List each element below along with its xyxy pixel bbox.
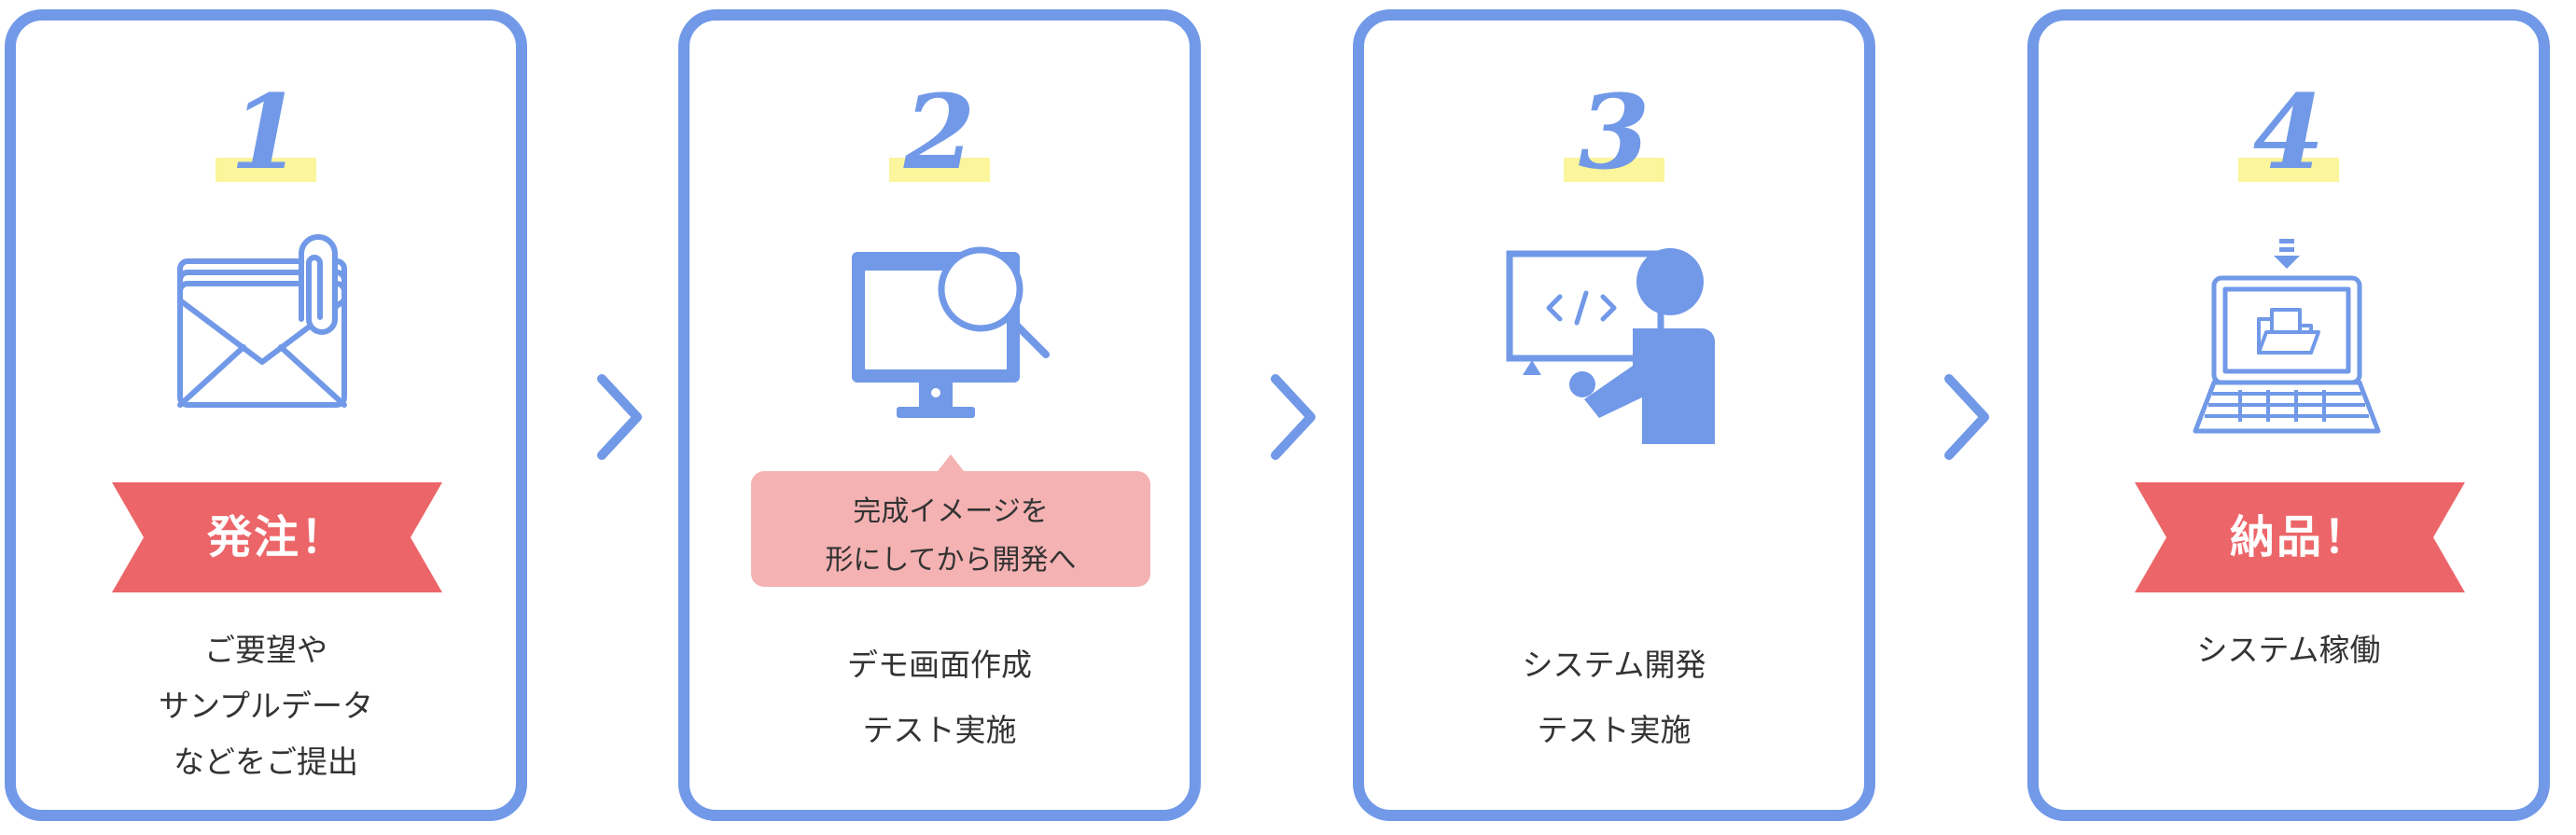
step-card-4: 4 納品！ [2027, 9, 2550, 821]
description-line: ご要望や [204, 632, 327, 668]
laptop-download-icon [2193, 239, 2381, 434]
number-highlight [889, 158, 990, 182]
step-number-block: 1 [16, 77, 516, 193]
callout-bubble: 完成イメージを 形にしてから開発へ [751, 454, 1150, 587]
description-line: テスト実施 [862, 712, 1017, 748]
step-number: 3 [1578, 72, 1650, 192]
description-line: システム稼働 [2196, 632, 2381, 668]
step-number: 4 [2252, 72, 2325, 192]
order-banner: 発注！ [112, 482, 442, 592]
banner-text: 発注！ [206, 511, 347, 564]
developer-at-screen-icon [1506, 248, 1715, 444]
step-number: 1 [230, 72, 302, 192]
number-highlight [216, 158, 316, 182]
description-line: サンプルデータ [158, 688, 373, 724]
step-card-1: 1 発注！ ご要望や サンプルデータ などをご提出 [5, 9, 527, 821]
step-number-block: 2 [689, 77, 1190, 193]
delivery-banner: 納品！ [2135, 482, 2465, 592]
callout-text: 完成イメージを 形にしてから開発へ [751, 488, 1150, 585]
callout-line: 完成イメージを [853, 495, 1049, 528]
step-card-2: 2 完成イメージを 形にしてから開発へ デモ画面作成 テスト実施 [678, 9, 1201, 821]
banner-text: 納品！ [2229, 511, 2370, 564]
step-number: 2 [903, 72, 976, 192]
step-card-3: 3 システム開発 テスト実施 [1353, 9, 1875, 821]
number-highlight [1564, 158, 1664, 182]
step-number-block: 4 [2039, 77, 2539, 193]
chevron-right-icon [1271, 374, 1316, 460]
step-description: システム開発 テスト実施 [1364, 633, 1864, 763]
chevron-right-icon [597, 374, 642, 460]
description-line: システム開発 [1522, 647, 1706, 683]
step-description: デモ画面作成 テスト実施 [689, 633, 1190, 763]
mail-with-paperclip-icon [177, 234, 347, 408]
description-line: デモ画面作成 [847, 647, 1032, 683]
description-line: テスト実施 [1537, 712, 1692, 748]
step-number-block: 3 [1364, 77, 1864, 193]
monitor-with-magnifier-icon [852, 246, 1050, 418]
description-line: などをご提出 [174, 744, 358, 780]
step-description: ご要望や サンプルデータ などをご提出 [16, 622, 516, 790]
step-description: システム稼働 [2039, 622, 2539, 678]
number-highlight [2238, 158, 2339, 182]
callout-line: 形にしてから開発へ [825, 544, 1077, 577]
chevron-right-icon [1944, 374, 1989, 460]
